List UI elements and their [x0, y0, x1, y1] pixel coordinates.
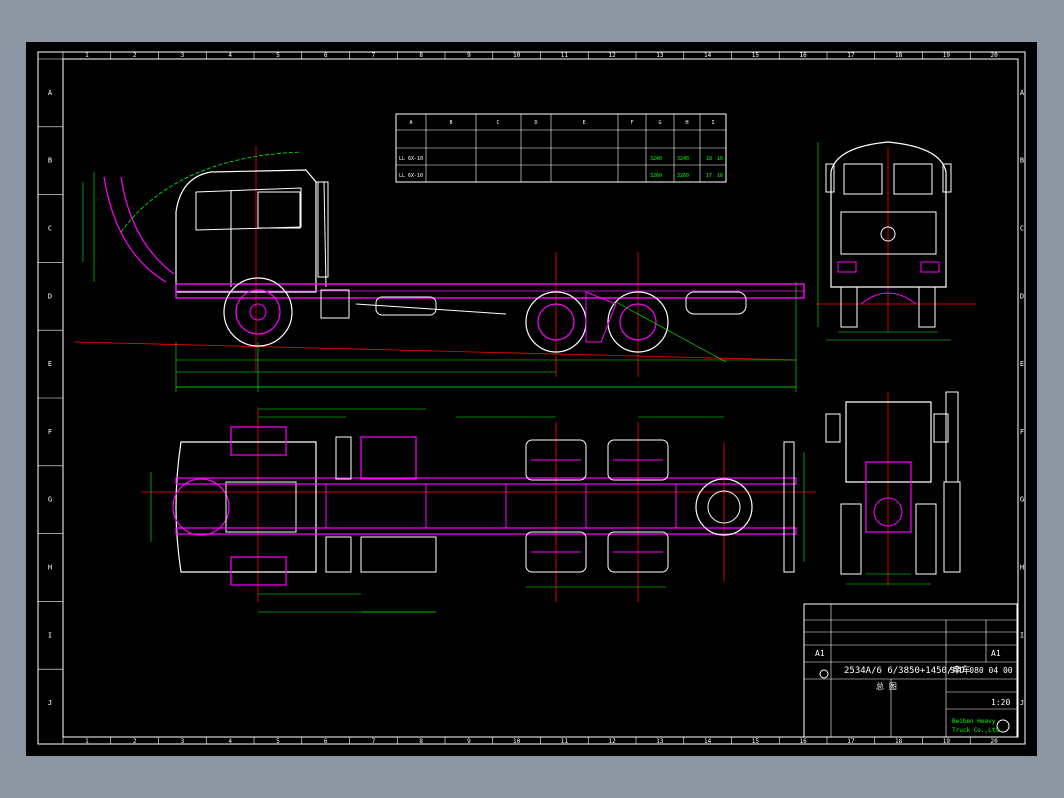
- spec-table-cell: 3260: [650, 173, 662, 179]
- row-label: G: [1020, 496, 1024, 504]
- spec-table: A B C D E F G H I LL 6X-10 3240 3240 18 16 LL 6X-10 326…: [395, 113, 727, 183]
- spec-table-cell: 17: [706, 173, 712, 179]
- spec-table-header: D: [534, 120, 537, 126]
- row-label: D: [48, 292, 52, 300]
- column-label: 20: [991, 738, 999, 745]
- column-label: 11: [561, 738, 569, 745]
- row-label: I: [48, 631, 52, 639]
- spec-table-cell: 3240: [650, 156, 662, 162]
- column-label: 7: [372, 738, 376, 745]
- row-label: E: [1020, 360, 1024, 368]
- column-label: 17: [847, 738, 855, 745]
- column-label: 12: [609, 52, 617, 59]
- spec-table-header: B: [449, 120, 452, 126]
- column-label: 10: [513, 52, 521, 59]
- spec-table-header: A: [409, 120, 412, 126]
- column-label: 16: [800, 738, 808, 745]
- row-label: I: [1020, 631, 1024, 639]
- column-label: 19: [943, 52, 951, 59]
- row-label: H: [1020, 564, 1024, 572]
- spec-table-header: H: [685, 120, 688, 126]
- row-label: A: [48, 89, 53, 97]
- column-label: 8: [419, 738, 423, 745]
- row-label: B: [48, 157, 52, 165]
- row-label: C: [1020, 225, 1024, 233]
- spec-table-header: I: [711, 120, 714, 126]
- row-label: F: [48, 428, 52, 436]
- column-label: 19: [943, 738, 951, 745]
- column-label: 6: [324, 52, 328, 59]
- spec-table-cell: 3260: [677, 173, 689, 179]
- sheet-label: A1: [815, 649, 825, 658]
- column-label: 12: [609, 738, 617, 745]
- column-label: 3: [181, 738, 185, 745]
- column-label: 14: [704, 738, 712, 745]
- model-text: 2534A/6 6/3850+1450/牵车: [844, 664, 970, 676]
- row-label: J: [1020, 699, 1024, 707]
- spec-table-header: F: [630, 120, 633, 126]
- spec-table-row-label: LL 6X-10: [399, 156, 423, 162]
- row-label: D: [1020, 292, 1024, 300]
- company-line-1: Beiben Heavy: [952, 718, 996, 725]
- column-label: 18: [895, 52, 903, 59]
- cad-drawing: 1122334455667788991010111112121313141415…: [37, 51, 1026, 745]
- column-label: 14: [704, 52, 712, 59]
- company-line-2: Truck Co.,Ltd.: [952, 727, 1003, 734]
- column-label: 16: [800, 52, 808, 59]
- scale-cell: 总 图: [876, 681, 897, 691]
- column-label: 4: [228, 52, 232, 59]
- column-label: 6: [324, 738, 328, 745]
- drawing-number: SYD 080 04 00: [950, 666, 1013, 675]
- rear-view: [825, 391, 961, 587]
- spec-table-cell: 16: [717, 156, 723, 162]
- column-label: 11: [561, 52, 569, 59]
- column-label: 5: [276, 52, 280, 59]
- column-label: 20: [991, 52, 999, 59]
- spec-table-header: E: [582, 120, 585, 126]
- column-label: 15: [752, 738, 760, 745]
- row-label: E: [48, 360, 52, 368]
- row-label: C: [48, 225, 52, 233]
- spec-table-header: G: [658, 120, 661, 126]
- front-view: [816, 141, 976, 341]
- spec-table-cell: 3240: [677, 156, 689, 162]
- row-label: F: [1020, 428, 1024, 436]
- scale-value: 1:20: [991, 698, 1010, 707]
- row-label: H: [48, 564, 52, 572]
- column-label: 7: [372, 52, 376, 59]
- row-labels: A A B B C C D D E E F F G G H H I I J J: [38, 58, 1025, 707]
- spec-table-row-label: LL 6X-10: [399, 173, 423, 179]
- column-label: 9: [467, 738, 471, 745]
- column-label: 13: [656, 738, 664, 745]
- row-label: G: [48, 496, 52, 504]
- row-label: B: [1020, 157, 1024, 165]
- spec-table-cell: 18: [706, 156, 712, 162]
- column-label: 5: [276, 738, 280, 745]
- column-label: 9: [467, 52, 471, 59]
- column-label: 10: [513, 738, 521, 745]
- outer-frame: [37, 51, 1026, 745]
- column-label: 4: [228, 738, 232, 745]
- inner-frame: [62, 58, 1019, 738]
- column-labels: 1122334455667788991010111112121313141415…: [62, 52, 999, 745]
- column-label: 2: [133, 52, 137, 59]
- plan-view: [141, 407, 816, 613]
- row-label: J: [48, 699, 52, 707]
- column-label: 1: [85, 738, 89, 745]
- column-label: 17: [847, 52, 855, 59]
- column-label: 8: [419, 52, 423, 59]
- title-block: [803, 603, 1018, 738]
- column-label: 18: [895, 738, 903, 745]
- column-label: 13: [656, 52, 664, 59]
- sheet-size: A1: [991, 649, 1001, 658]
- column-label: 15: [752, 52, 760, 59]
- row-label: A: [1020, 89, 1025, 97]
- side-view: [73, 146, 805, 392]
- column-label: 3: [181, 52, 185, 59]
- column-label: 1: [85, 52, 89, 59]
- column-label: 2: [133, 738, 137, 745]
- spec-table-header: C: [496, 120, 499, 126]
- spec-table-cell: 16: [717, 173, 723, 179]
